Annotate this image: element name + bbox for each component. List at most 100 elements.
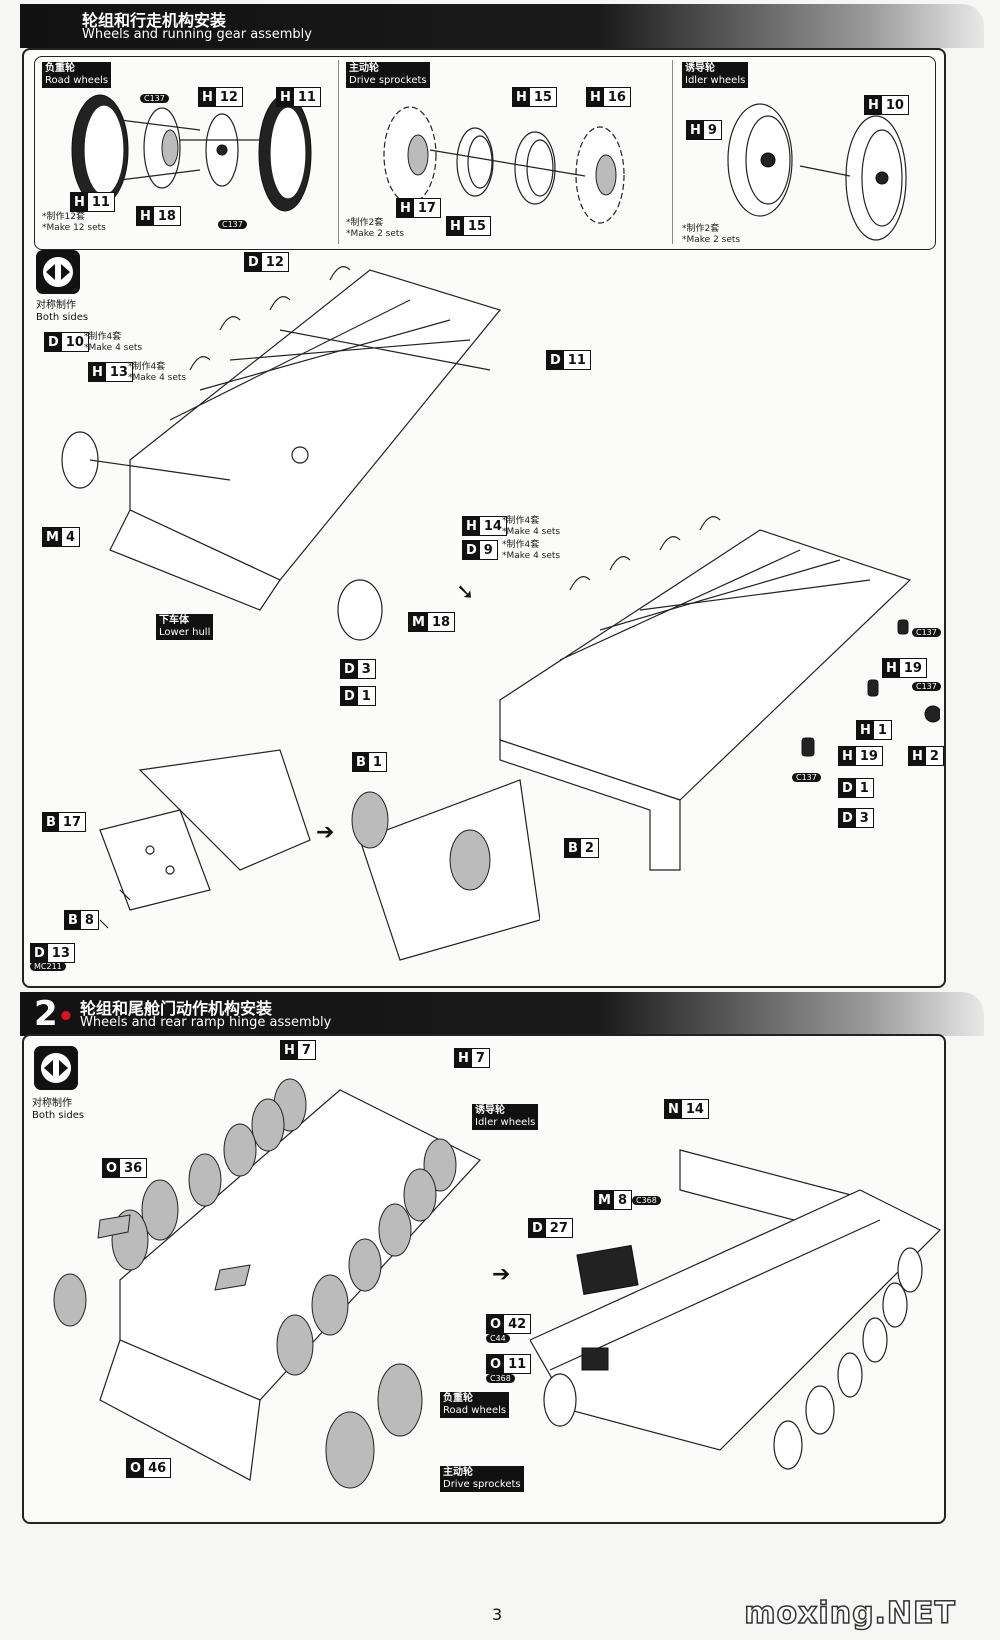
idler-wheels-cn: 诱导轮 xyxy=(685,63,715,74)
drive-sprockets-tag: 主动轮 Drive sprockets xyxy=(346,62,430,88)
idler-wheel-exploded-drawing xyxy=(727,103,907,241)
watermark: moxing.NET xyxy=(743,1595,956,1632)
d10-make: *制作4套 *Make 4 sets xyxy=(84,332,142,354)
step-arrow-3: ➔ xyxy=(492,1262,511,1287)
drive-sprockets-make-en: *Make 2 sets xyxy=(346,229,405,239)
step1-title-en: Wheels and running gear assembly xyxy=(82,27,312,42)
idler-en-2: Idler wheels xyxy=(475,1117,536,1128)
drive-sprockets-en: Drive sprockets xyxy=(349,75,427,86)
d10-make-en: *Make 4 sets xyxy=(84,343,143,353)
both-sides-symbol-icon-2 xyxy=(34,1046,78,1090)
step-arrow-2: ➔ xyxy=(316,820,335,845)
both-sides-cn: 对称制作 xyxy=(36,300,76,311)
idler-cn-2: 诱导轮 xyxy=(475,1105,505,1116)
h13-make: *制作4套 *Make 4 sets xyxy=(128,362,186,384)
paint-c368-b: C368 xyxy=(486,1374,515,1383)
hull-with-arms-drawing xyxy=(499,516,940,871)
drive-en-2: Drive sprockets xyxy=(443,1479,521,1490)
both-sides-en-2: Both sides xyxy=(32,1110,85,1121)
road-wheels-en: Road wheels xyxy=(45,75,109,86)
paint-c137-b: C137 xyxy=(218,220,247,229)
road-wheels-make-cn: *制作12套 xyxy=(42,212,85,222)
drive-sprocket-exploded-drawing xyxy=(383,106,625,224)
step2-number-text: 2 xyxy=(34,994,58,1034)
idler-wheels-en: Idler wheels xyxy=(685,75,746,86)
drive-sprockets-cn: 主动轮 xyxy=(349,63,379,74)
idler-wheels-tag: 诱导轮 Idler wheels xyxy=(682,62,749,88)
hull-wheels-fitted-drawing xyxy=(53,1078,481,1489)
idler-wheels-make-en: *Make 2 sets xyxy=(682,235,741,245)
d9-make-cn: *制作4套 xyxy=(502,540,540,550)
drive-sprockets-make-cn: *制作2套 xyxy=(346,218,384,228)
both-sides-label: 对称制作 Both sides xyxy=(36,300,88,324)
road-wheels-tag: 负重轮 Road wheels xyxy=(42,62,112,88)
both-sides-symbol-icon xyxy=(36,250,80,294)
step2-banner: 2• 轮组和尾舱门动作机构安装 Wheels and rear ramp hin… xyxy=(20,992,984,1036)
paint-c137-c: C137 xyxy=(912,628,941,637)
lower-hull-en: Lower hull xyxy=(159,627,211,638)
road-cn-2: 负重轮 xyxy=(443,1393,473,1404)
idler-wheels-make-cn: *制作2套 xyxy=(682,224,720,234)
idler-wheels-tag-2: 诱导轮 Idler wheels xyxy=(472,1104,539,1130)
road-wheel-exploded-drawing xyxy=(71,94,312,212)
paint-c137-a: C137 xyxy=(140,94,169,103)
step2-number: 2• xyxy=(34,994,75,1034)
drive-sprockets-make: *制作2套 *Make 2 sets xyxy=(346,218,404,240)
drive-sprockets-tag-2: 主动轮 Drive sprockets xyxy=(440,1466,524,1492)
d9-make-en: *Make 4 sets xyxy=(502,551,561,561)
both-sides-cn-2: 对称制作 xyxy=(32,1098,72,1109)
lower-hull-tag: 下车体 Lower hull xyxy=(156,614,214,640)
drive-cn-2: 主动轮 xyxy=(443,1467,473,1478)
idler-wheels-make: *制作2套 *Make 2 sets xyxy=(682,224,740,246)
step1-banner: 轮组和行走机构安装 Wheels and running gear assemb… xyxy=(20,4,984,48)
h13-make-cn: *制作4套 xyxy=(128,362,166,372)
lower-hull-suspension-drawing xyxy=(61,266,502,641)
step-arrow-1: ➘ xyxy=(456,580,475,605)
rear-ramp-hinge-drawing xyxy=(530,1149,942,1470)
h13-make-en: *Make 4 sets xyxy=(128,373,187,383)
paint-c137-d: C137 xyxy=(912,682,941,691)
d10-make-cn: *制作4套 xyxy=(84,332,122,342)
paint-c368-a: C368 xyxy=(632,1196,661,1205)
step2-title-en: Wheels and rear ramp hinge assembly xyxy=(80,1015,332,1030)
road-wheels-cn: 负重轮 xyxy=(45,63,75,74)
h14-make-en: *Make 4 sets xyxy=(502,527,561,537)
road-wheels-tag-2: 负重轮 Road wheels xyxy=(440,1392,510,1418)
divider-2 xyxy=(672,60,673,244)
paint-c137-e: C137 xyxy=(792,773,821,782)
page-number: 3 xyxy=(492,1605,503,1624)
paint-mc211: MC211 xyxy=(30,962,66,971)
divider-1 xyxy=(338,60,339,244)
